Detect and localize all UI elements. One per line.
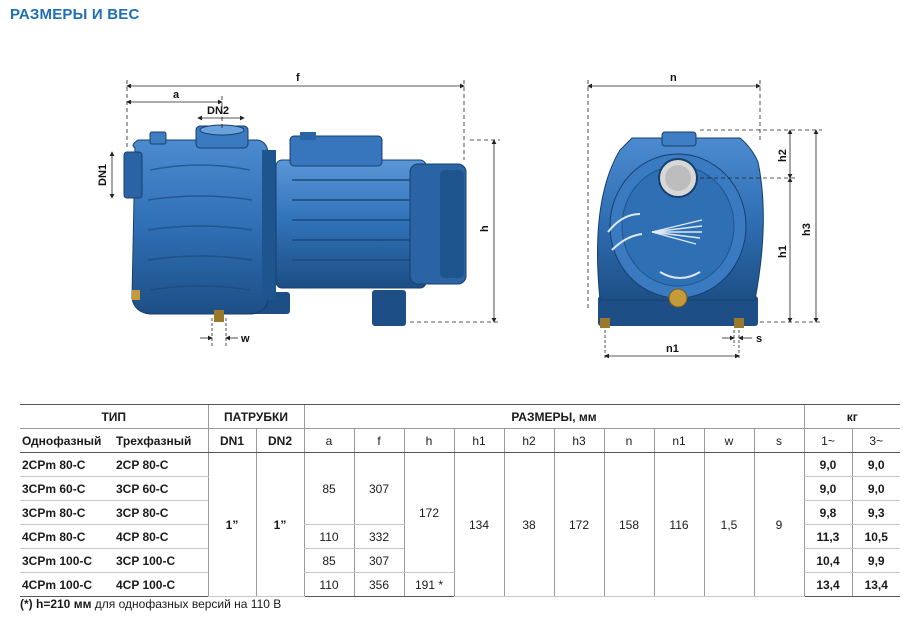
cell-a: 110 <box>303 524 354 549</box>
cell-kg1: 9,8 <box>803 500 852 525</box>
label-f: f <box>296 72 300 84</box>
header-dimensions: РАЗМЕРЫ, мм <box>303 404 804 429</box>
col-single-phase: Однофазный <box>20 428 114 453</box>
footnote-bold: (*) h=210 мм <box>20 597 92 611</box>
cell-kg3: 9,0 <box>851 476 900 501</box>
cell-f: 332 <box>353 524 404 549</box>
cell-three: 3CP 100-C <box>114 548 208 573</box>
cell-h1: 134 <box>453 452 504 597</box>
table-row: 4CPm 100-C 4CP 100-C 110 356 191 * 13,4 … <box>20 572 900 597</box>
cell-kg1: 9,0 <box>803 476 852 501</box>
col-n1: n1 <box>653 428 704 453</box>
header-ports: ПАТРУБКИ <box>207 404 304 429</box>
cell-kg1: 10,4 <box>803 548 852 573</box>
pump-dimension-drawings: f a DN2 DN1 h w <box>97 72 822 360</box>
label-n: n <box>670 72 677 84</box>
col-n: n <box>603 428 654 453</box>
cell-h2: 38 <box>503 452 554 597</box>
label-h3: h3 <box>801 223 813 236</box>
cell-kg1: 9,0 <box>803 452 852 477</box>
cell-kg3: 9,3 <box>851 500 900 525</box>
footnote-text: для однофазных версий на 110 В <box>91 597 282 611</box>
col-h1: h1 <box>453 428 504 453</box>
page-title: РАЗМЕРЫ И ВЕС <box>10 6 140 23</box>
cell-h: 191 * <box>403 572 454 597</box>
cell-three: 4CP 100-C <box>114 572 208 597</box>
label-h: h <box>479 225 491 232</box>
cell-three: 3CP 80-C <box>114 500 208 525</box>
label-a: a <box>173 89 180 101</box>
col-h2: h2 <box>503 428 554 453</box>
col-dn1: DN1 <box>207 428 256 453</box>
cell-kg3: 13,4 <box>851 572 900 597</box>
col-h: h <box>403 428 454 453</box>
col-weight-1: 1~ <box>803 428 852 453</box>
cell-three: 4CP 80-C <box>114 524 208 549</box>
dimensions-weight-table: ТИП ПАТРУБКИ РАЗМЕРЫ, мм кг Однофазный Т… <box>20 404 900 597</box>
table-row: 3CPm 80-C 3CP 80-C 9,8 9,3 <box>20 500 900 525</box>
cell-single: 2CPm 80-C <box>20 452 114 477</box>
cell-f: 356 <box>353 572 404 597</box>
cell-single: 3CPm 60-C <box>20 476 114 501</box>
cell-single: 4CPm 80-C <box>20 524 114 549</box>
cell-dn2: 1” <box>255 452 304 597</box>
label-n1: n1 <box>666 343 679 355</box>
col-w: w <box>703 428 754 453</box>
col-dn2: DN2 <box>255 428 304 453</box>
cell-s: 9 <box>753 452 804 597</box>
label-h1: h1 <box>777 245 789 258</box>
table-row: 2CPm 80-C 2CP 80-C 1” 1” 85 307 172 134 … <box>20 452 900 597</box>
label-s: s <box>756 333 762 345</box>
label-dn1: DN1 <box>97 164 109 186</box>
col-s: s <box>753 428 804 453</box>
cell-kg1: 13,4 <box>803 572 852 597</box>
header-type: ТИП <box>20 404 208 429</box>
footnote: (*) h=210 мм для однофазных версий на 11… <box>20 597 281 611</box>
cell-kg1: 11,3 <box>803 524 852 549</box>
cell-kg3: 9,0 <box>851 452 900 477</box>
cell-h: 172 <box>403 452 454 573</box>
label-w: w <box>240 333 250 345</box>
cell-n: 158 <box>603 452 654 597</box>
header-weight: кг <box>803 404 900 429</box>
cell-kg3: 9,9 <box>851 548 900 573</box>
col-three-phase: Трехфазный <box>114 428 208 453</box>
table-row: 3CPm 100-C 3CP 100-C 85 307 10,4 9,9 <box>20 548 900 573</box>
table-row: 3CPm 60-C 3CP 60-C 9,0 9,0 <box>20 476 900 501</box>
col-f: f <box>353 428 404 453</box>
cell-kg3: 10,5 <box>851 524 900 549</box>
cell-w: 1,5 <box>703 452 754 597</box>
table-row: 4CPm 80-C 4CP 80-C 110 332 11,3 10,5 <box>20 524 900 549</box>
cell-n1: 116 <box>653 452 704 597</box>
cell-h3: 172 <box>553 452 604 597</box>
label-dn2: DN2 <box>207 105 229 117</box>
pump-front-view <box>597 131 764 328</box>
cell-three: 2CP 80-C <box>114 452 208 477</box>
cell-a: 110 <box>303 572 354 597</box>
cell-single: 3CPm 100-C <box>20 548 114 573</box>
cell-dn1: 1” <box>207 452 256 597</box>
cell-f: 307 <box>353 548 404 573</box>
col-h3: h3 <box>553 428 604 453</box>
col-weight-3: 3~ <box>851 428 900 453</box>
cell-three: 3CP 60-C <box>114 476 208 501</box>
cell-a: 85 <box>303 452 354 525</box>
pump-side-view <box>123 124 467 326</box>
cell-a: 85 <box>303 548 354 573</box>
cell-single: 3CPm 80-C <box>20 500 114 525</box>
label-h2: h2 <box>777 149 789 162</box>
cell-f: 307 <box>353 452 404 525</box>
cell-single: 4CPm 100-C <box>20 572 114 597</box>
col-a: a <box>303 428 354 453</box>
